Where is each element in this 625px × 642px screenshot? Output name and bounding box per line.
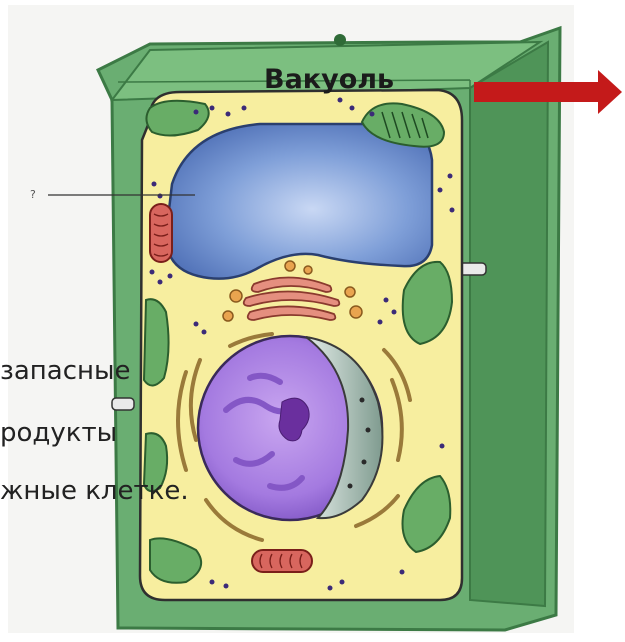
mitochondrion-left — [150, 204, 172, 262]
vacuole-title: Вакуоль — [264, 66, 394, 93]
wall-mark — [334, 34, 346, 46]
question-mark-label: ? — [30, 188, 36, 201]
nucleus — [198, 336, 382, 520]
chloroplast-left-middle — [144, 299, 169, 385]
text-line-1: запасные — [0, 358, 131, 384]
vacuole — [166, 124, 432, 279]
plasmodesma-left — [112, 398, 134, 410]
text-line-2: родукты — [0, 420, 117, 446]
text-line-3: жные клетке. — [0, 478, 189, 504]
golgi-apparatus — [244, 277, 340, 320]
mitochondrion-bottom — [252, 550, 312, 572]
cell-wall-side — [470, 42, 548, 606]
